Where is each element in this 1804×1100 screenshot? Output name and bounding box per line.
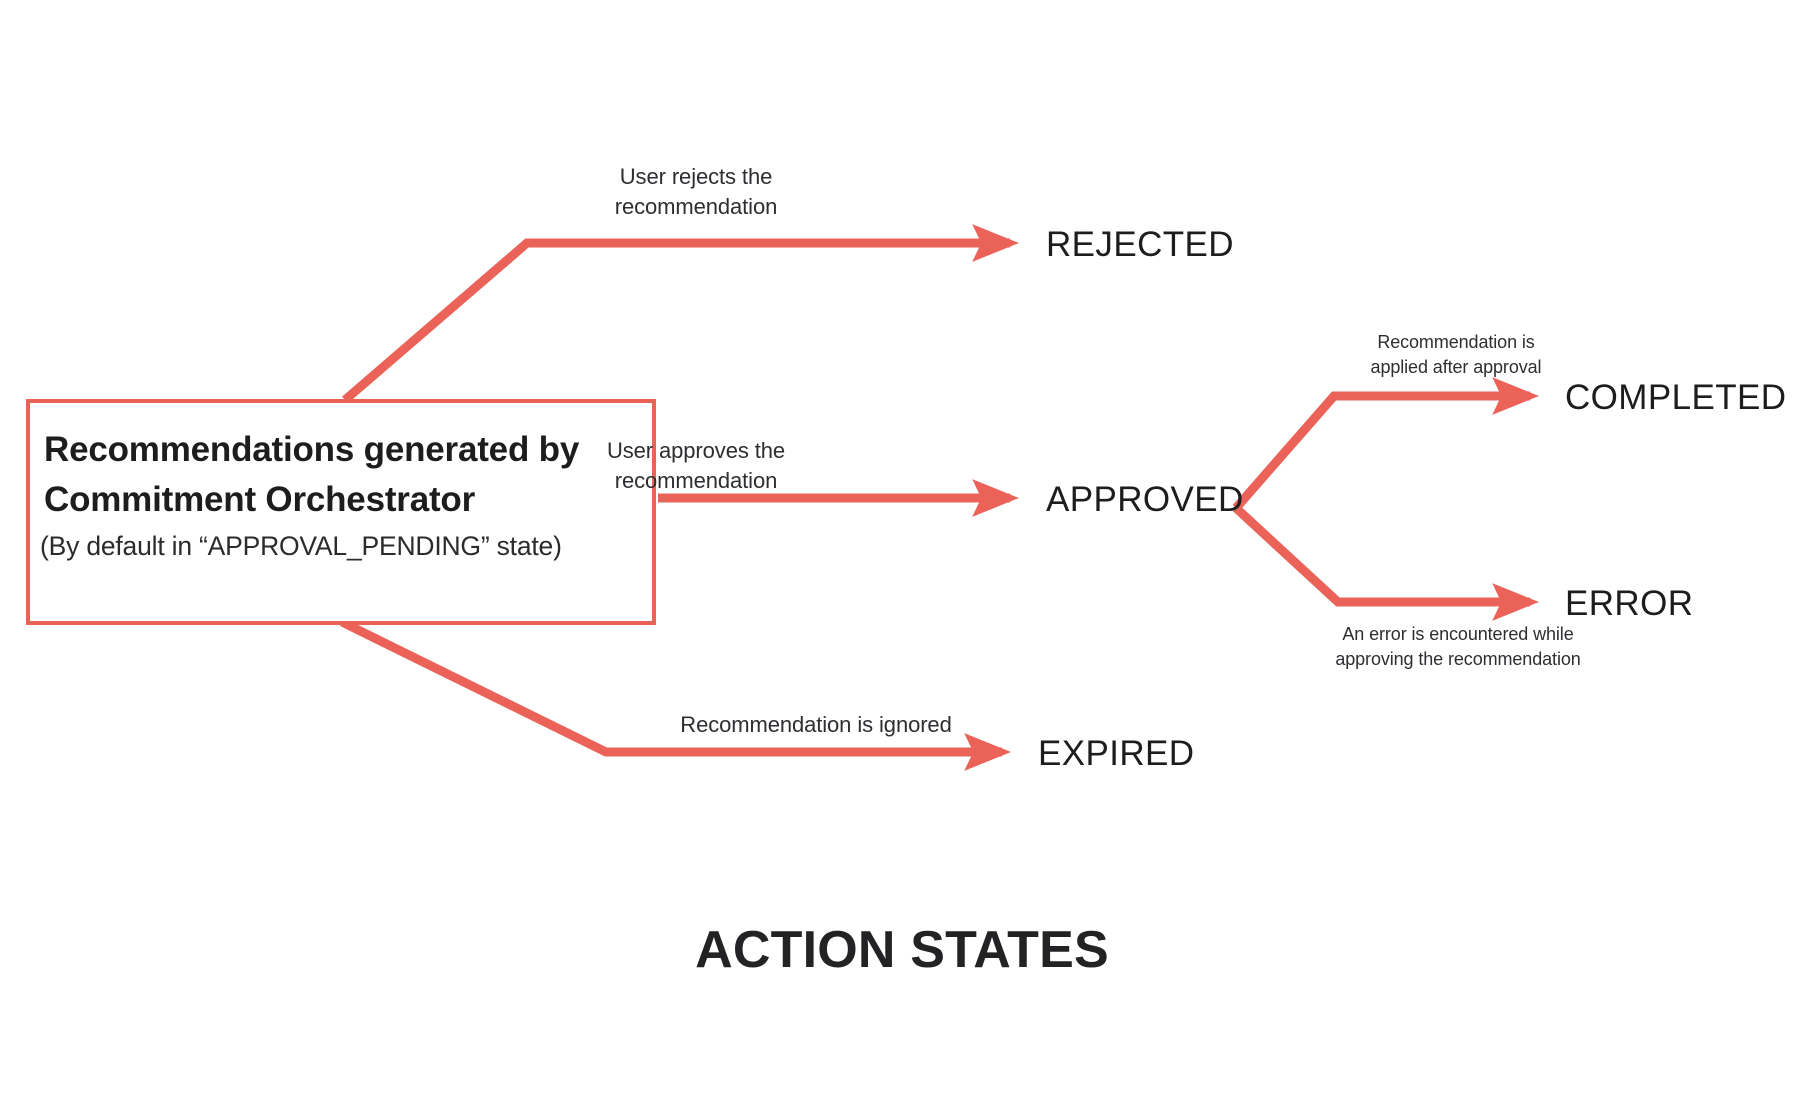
diagram-title: ACTION STATES xyxy=(695,921,1109,979)
state-node-expired: EXPIRED xyxy=(1038,734,1195,773)
state-node-error: ERROR xyxy=(1565,584,1694,623)
source-node-title: Recommendations generated by Commitment … xyxy=(44,430,580,519)
edge-label-to-completed: Recommendation is applied after approval xyxy=(1370,332,1542,378)
connector-to-error xyxy=(1232,504,1540,621)
edge-label-to-rejected: User rejects the recommendation xyxy=(614,164,778,219)
state-node-completed: COMPLETED xyxy=(1565,378,1787,417)
source-node: Recommendations generated by Commitment … xyxy=(26,399,656,625)
edge-label-to-error: An error is encountered while approving … xyxy=(1335,624,1581,670)
state-node-approved: APPROVED xyxy=(1046,480,1244,519)
connector-to-rejected xyxy=(342,224,1020,404)
edge-label-to-expired: Recommendation is ignored xyxy=(680,712,952,737)
state-node-rejected: REJECTED xyxy=(1046,225,1234,264)
edge-label-to-approved: User approves the recommendation xyxy=(606,438,786,493)
source-node-subtitle: (By default in “APPROVAL_PENDING” state) xyxy=(40,531,562,561)
connector-to-completed xyxy=(1232,377,1540,511)
